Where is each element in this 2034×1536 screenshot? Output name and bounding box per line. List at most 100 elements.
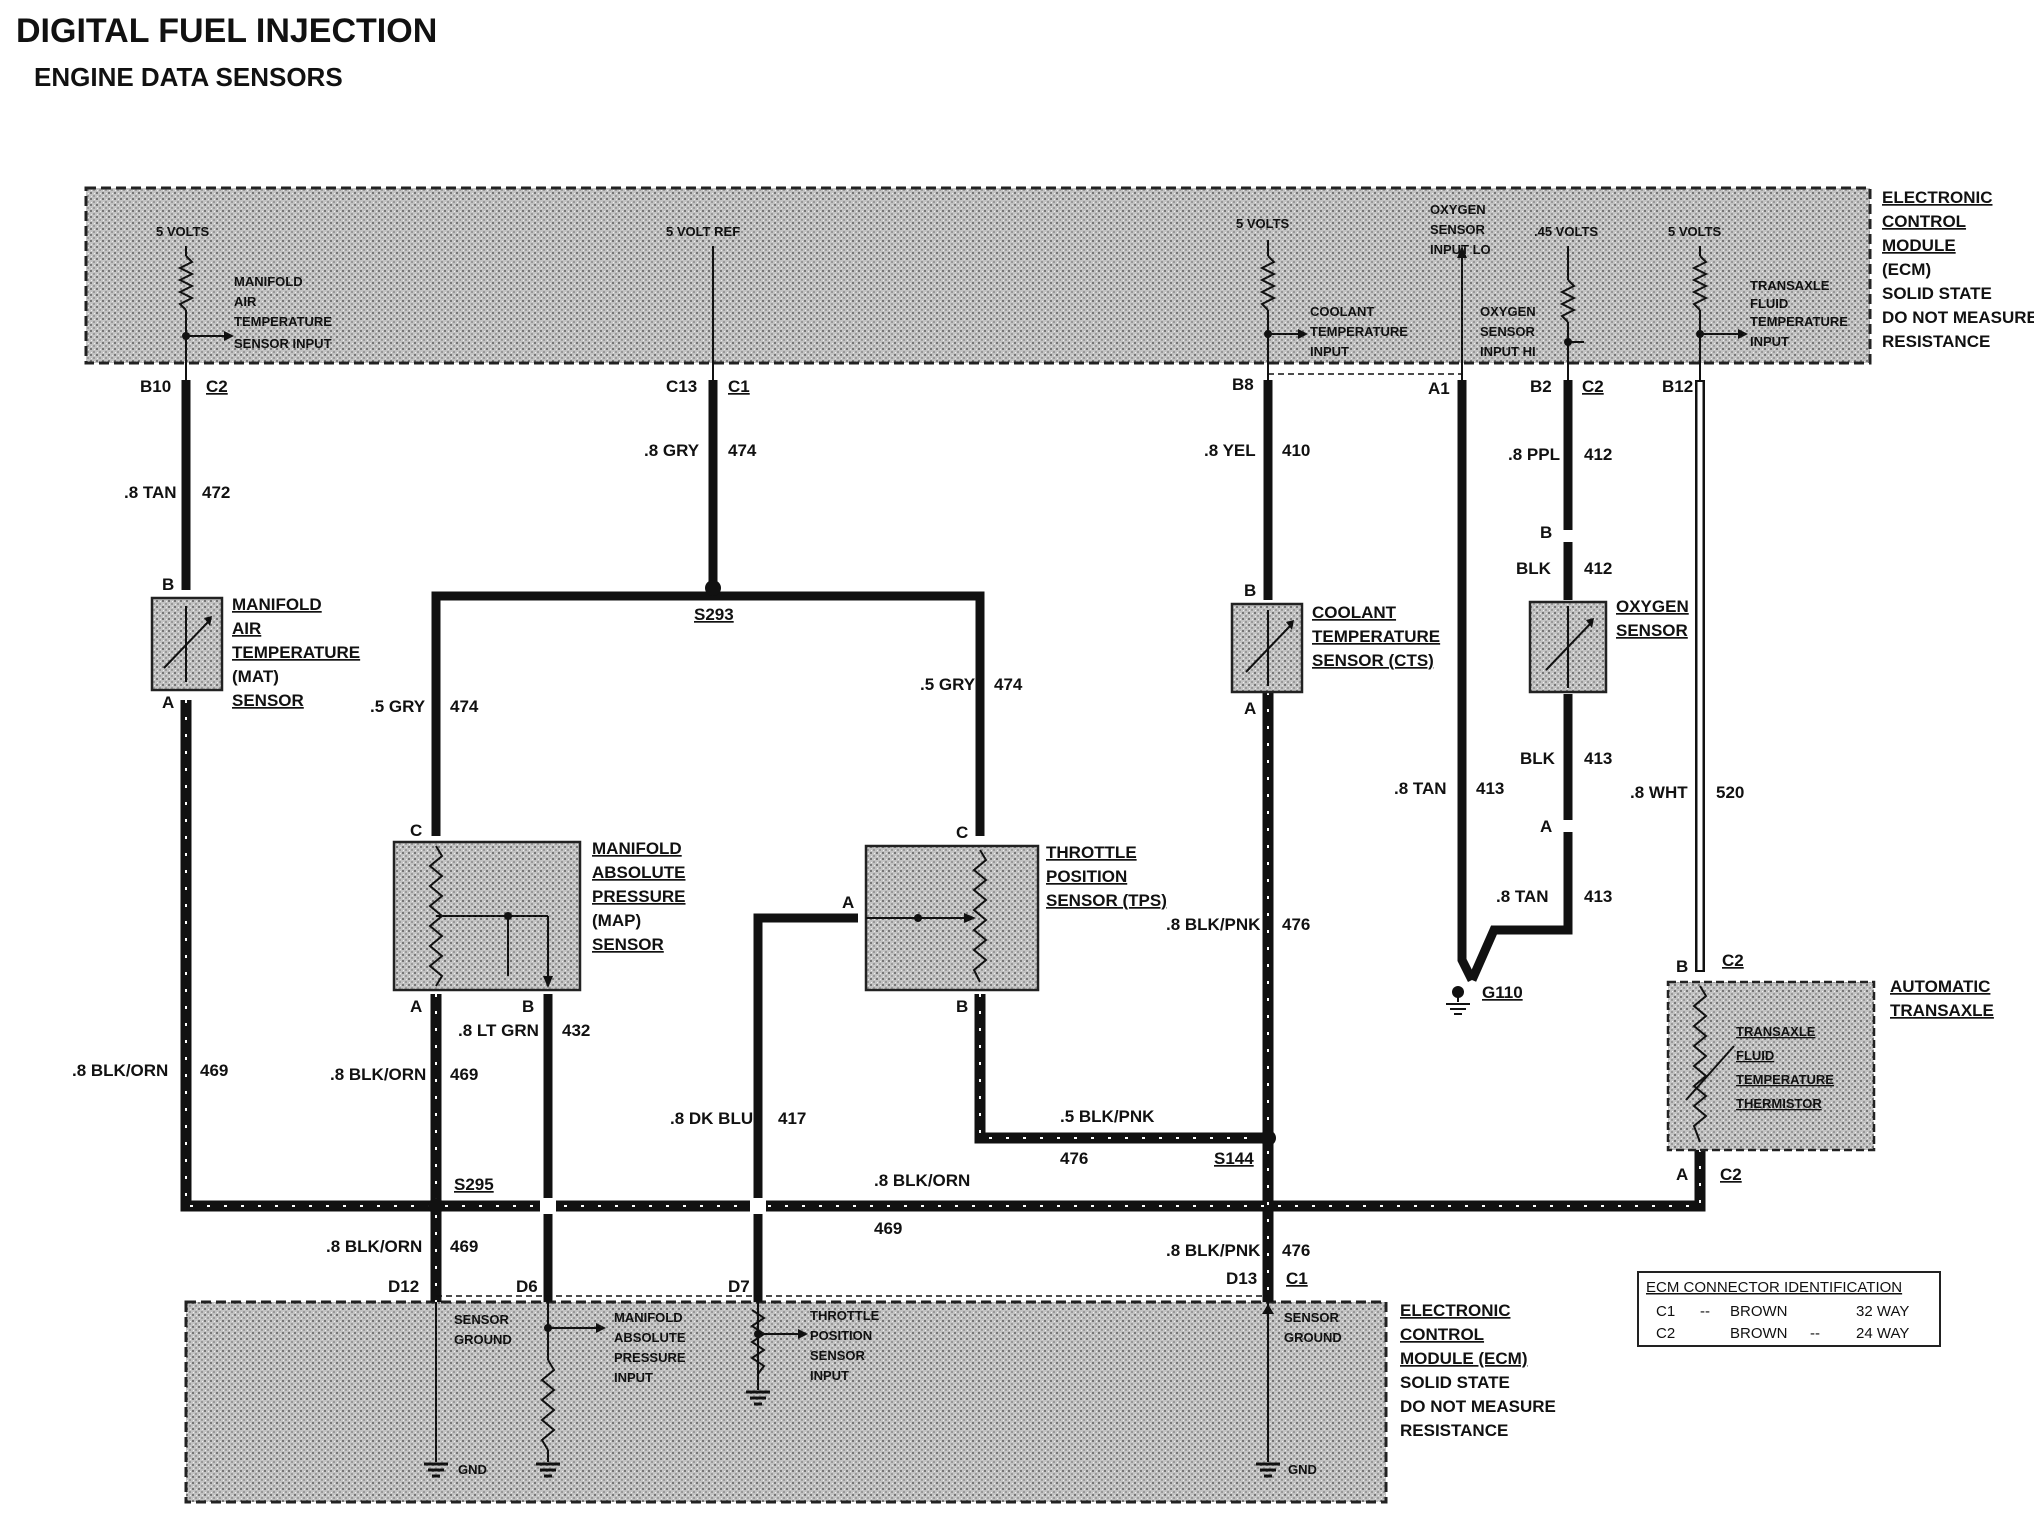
solid-wires xyxy=(181,380,1573,1302)
svg-text:SENSOR: SENSOR xyxy=(1616,621,1688,640)
mat-sensor: B A MANIFOLD AIR TEMPERATURE (MAT) SENSO… xyxy=(150,575,360,712)
ground-g110: G110 xyxy=(1446,983,1523,1015)
svg-text:D7: D7 xyxy=(728,1277,750,1296)
svg-text:COOLANT: COOLANT xyxy=(1312,603,1397,622)
svg-text:C2: C2 xyxy=(1656,1325,1675,1342)
svg-text:(MAP): (MAP) xyxy=(592,911,641,930)
svg-text:D13: D13 xyxy=(1226,1269,1257,1288)
svg-text:469: 469 xyxy=(200,1061,228,1080)
svg-text:DO NOT MEASURE: DO NOT MEASURE xyxy=(1882,308,2034,327)
top-ecm-label: ELECTRONIC CONTROL MODULE (ECM) SOLID ST… xyxy=(1882,188,2034,351)
bus-crossing-gap xyxy=(540,1198,556,1214)
svg-text:410: 410 xyxy=(1282,441,1310,460)
ecm-o2-circuit: OXYGEN SENSOR INPUT LO .45 VOLTS OXYGEN … xyxy=(1430,202,1598,380)
svg-text:MANIFOLD: MANIFOLD xyxy=(614,1310,683,1325)
connector-id-table: ECM CONNECTOR IDENTIFICATION C1 -- BROWN… xyxy=(1637,1271,1941,1347)
bottom-ecm-internals: SENSOR GROUND GND MANIFOLD ABSOLUTE PRES… xyxy=(424,1302,1342,1478)
svg-text:(MAT): (MAT) xyxy=(232,667,279,686)
page-subtitle: ENGINE DATA SENSORS xyxy=(34,62,343,92)
svg-text:B8: B8 xyxy=(1232,375,1254,394)
ecm-5v-ref-circuit: 5 VOLT REF xyxy=(666,224,740,380)
ecm-cts-circuit: 5 VOLTS COOLANT TEMPERATURE INPUT xyxy=(1236,216,1408,380)
svg-text:THROTTLE: THROTTLE xyxy=(810,1308,880,1323)
svg-text:.5 BLK/PNK: .5 BLK/PNK xyxy=(1060,1107,1155,1126)
bus-crossing-gap-2 xyxy=(750,1198,766,1214)
svg-text:472: 472 xyxy=(202,483,230,502)
svg-text:ABSOLUTE: ABSOLUTE xyxy=(614,1330,686,1345)
svg-text:476: 476 xyxy=(1060,1149,1088,1168)
wire-labels: .8 TAN 472 .8 GRY 474 .8 YEL 410 .8 PPL … xyxy=(72,441,1744,1260)
svg-text:PRESSURE: PRESSURE xyxy=(614,1350,686,1365)
svg-text:AIR: AIR xyxy=(232,619,261,638)
svg-text:.8 BLK/ORN: .8 BLK/ORN xyxy=(72,1061,168,1080)
svg-text:POSITION: POSITION xyxy=(810,1328,872,1343)
svg-text:POSITION: POSITION xyxy=(1046,867,1127,886)
svg-text:B: B xyxy=(1540,523,1552,542)
bottom-terminals: D12 D6 D7 D13 C1 xyxy=(388,1269,1308,1296)
splices: S293 S295 S144 xyxy=(428,580,1276,1214)
svg-text:SOLID STATE: SOLID STATE xyxy=(1882,284,1992,303)
svg-text:--: -- xyxy=(1810,1325,1820,1342)
svg-text:MODULE (ECM): MODULE (ECM) xyxy=(1400,1349,1527,1368)
svg-text:MANIFOLD: MANIFOLD xyxy=(592,839,682,858)
svg-text:469: 469 xyxy=(450,1237,478,1256)
svg-text:C13: C13 xyxy=(666,377,697,396)
svg-text:B: B xyxy=(956,997,968,1016)
svg-text:C2: C2 xyxy=(1722,951,1744,970)
svg-text:.8 TAN: .8 TAN xyxy=(1394,779,1447,798)
svg-text:412: 412 xyxy=(1584,445,1612,464)
svg-text:TEMPERATURE: TEMPERATURE xyxy=(232,643,360,662)
svg-text:GROUND: GROUND xyxy=(454,1332,512,1347)
svg-text:469: 469 xyxy=(874,1219,902,1238)
svg-text:5 VOLT REF: 5 VOLT REF xyxy=(666,224,740,239)
svg-text:.5 GRY: .5 GRY xyxy=(920,675,976,694)
splice-s293: S293 xyxy=(694,605,734,624)
svg-text:GROUND: GROUND xyxy=(1284,1330,1342,1345)
top-terminals: B10 C2 C13 C1 B8 A1 B2 C2 B12 xyxy=(140,375,1693,398)
svg-text:.8 PPL: .8 PPL xyxy=(1508,445,1560,464)
svg-text:INPUT: INPUT xyxy=(810,1368,849,1383)
svg-text:INPUT: INPUT xyxy=(1310,344,1349,359)
svg-text:A: A xyxy=(410,997,422,1016)
svg-text:MODULE: MODULE xyxy=(1882,236,1956,255)
svg-text:.8 WHT: .8 WHT xyxy=(1630,783,1688,802)
svg-text:FLUID: FLUID xyxy=(1736,1048,1774,1063)
svg-text:412: 412 xyxy=(1584,559,1612,578)
svg-text:SENSOR (TPS): SENSOR (TPS) xyxy=(1046,891,1167,910)
svg-text:GND: GND xyxy=(1288,1462,1317,1477)
svg-text:SENSOR INPUT: SENSOR INPUT xyxy=(234,336,332,351)
tps-sensor: C A B THROTTLE POSITION SENSOR (TPS) xyxy=(842,823,1167,1016)
svg-text:ECM CONNECTOR IDENTIFICATION: ECM CONNECTOR IDENTIFICATION xyxy=(1646,1279,1902,1296)
svg-text:417: 417 xyxy=(778,1109,806,1128)
svg-text:SENSOR: SENSOR xyxy=(454,1312,510,1327)
svg-text:SENSOR: SENSOR xyxy=(592,935,664,954)
svg-text:OXYGEN: OXYGEN xyxy=(1430,202,1486,217)
striped-wires xyxy=(180,692,1706,1302)
svg-text:A: A xyxy=(1676,1165,1688,1184)
svg-text:.8 TAN: .8 TAN xyxy=(124,483,177,502)
svg-text:B: B xyxy=(1676,957,1688,976)
svg-text:THERMISTOR: THERMISTOR xyxy=(1736,1096,1822,1111)
svg-text:SOLID STATE: SOLID STATE xyxy=(1400,1373,1510,1392)
svg-text:TEMPERATURE: TEMPERATURE xyxy=(1312,627,1440,646)
svg-text:.8 GRY: .8 GRY xyxy=(644,441,700,460)
svg-text:TEMPERATURE: TEMPERATURE xyxy=(1310,324,1408,339)
svg-text:474: 474 xyxy=(994,675,1023,694)
svg-text:A: A xyxy=(162,693,174,712)
svg-text:D6: D6 xyxy=(516,1277,538,1296)
svg-text:.8 BLK/PNK: .8 BLK/PNK xyxy=(1166,1241,1261,1260)
svg-text:ABSOLUTE: ABSOLUTE xyxy=(592,863,686,882)
svg-text:A: A xyxy=(1244,699,1256,718)
svg-text:B: B xyxy=(162,575,174,594)
splice-s144: S144 xyxy=(1214,1149,1254,1168)
svg-text:RESISTANCE: RESISTANCE xyxy=(1882,332,1990,351)
mat-volts-label: 5 VOLTS xyxy=(156,224,210,239)
svg-text:TEMPERATURE: TEMPERATURE xyxy=(1750,314,1848,329)
svg-text:BROWN: BROWN xyxy=(1730,1303,1788,1320)
svg-text:.8 LT GRN: .8 LT GRN xyxy=(458,1021,539,1040)
svg-text:TRANSAXLE: TRANSAXLE xyxy=(1736,1024,1816,1039)
svg-text:BROWN: BROWN xyxy=(1730,1325,1788,1342)
svg-text:(ECM): (ECM) xyxy=(1882,260,1931,279)
o2-sensor: B A OXYGEN SENSOR xyxy=(1528,523,1689,836)
